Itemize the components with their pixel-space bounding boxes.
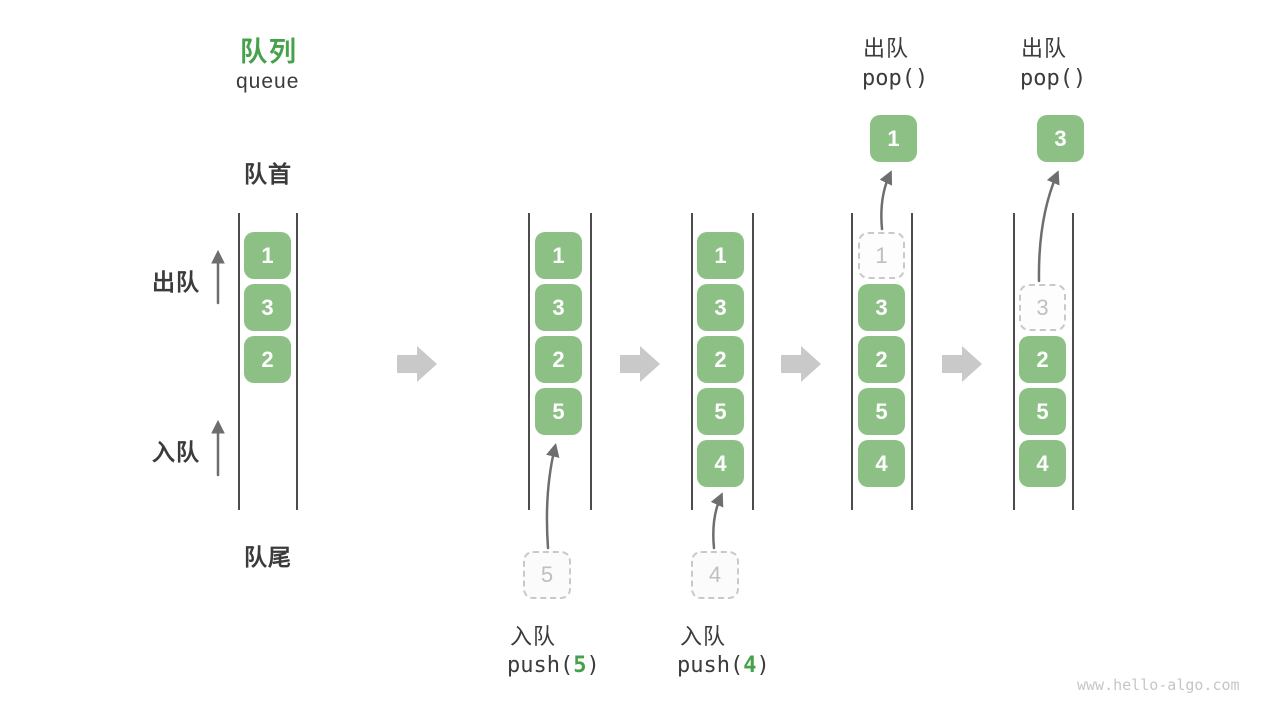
queue-container-line <box>1013 213 1015 510</box>
item-value: 2 <box>1036 346 1049 372</box>
state-5-item-removed: 3 <box>1019 284 1066 331</box>
watermark: www.hello-algo.com <box>1077 676 1240 694</box>
push-5-op-code: push(5) <box>507 653 600 678</box>
state-3-item: 1 <box>697 232 744 279</box>
item-value: 1 <box>875 242 888 268</box>
state-2-item: 1 <box>535 232 582 279</box>
push-4-op-code: push(4) <box>677 653 770 678</box>
popped-item-box: 1 <box>870 115 917 162</box>
item-value: 5 <box>714 398 727 424</box>
state-1-item: 2 <box>244 336 291 383</box>
item-value: 4 <box>708 562 722 587</box>
front-label: 队首 <box>244 161 292 187</box>
pop-1-arrow <box>879 170 893 231</box>
item-value: 4 <box>875 450 888 476</box>
item-value: 2 <box>552 346 565 372</box>
code-close: ) <box>586 653 600 678</box>
item-value: 1 <box>261 242 274 268</box>
code-arg: 5 <box>573 653 587 678</box>
state-3-item: 3 <box>697 284 744 331</box>
state-4-item: 5 <box>858 388 905 435</box>
item-value: 5 <box>1036 398 1049 424</box>
diagram-title: 队列 <box>240 37 298 67</box>
state-4-item: 2 <box>858 336 905 383</box>
item-value: 4 <box>714 450 727 476</box>
item-value: 4 <box>1036 450 1049 476</box>
item-value: 3 <box>875 294 888 320</box>
enqueue-label: 入队 <box>152 439 200 465</box>
popped-item-box: 3 <box>1037 115 1084 162</box>
dequeue-label: 出队 <box>152 269 200 295</box>
pop-3-op-code: pop() <box>1020 66 1086 91</box>
state-5-item: 4 <box>1019 440 1066 487</box>
push-5-op-label-zh: 入队 <box>510 624 557 649</box>
queue-container-line <box>296 213 298 510</box>
code-close: ) <box>756 653 770 678</box>
item-value: 3 <box>714 294 727 320</box>
code-fn: pop() <box>1020 66 1087 91</box>
push-5-arrow <box>545 442 560 550</box>
pending-item-box: 5 <box>523 551 571 599</box>
item-value: 3 <box>1054 125 1067 151</box>
item-value: 2 <box>261 346 274 372</box>
state-5-item: 2 <box>1019 336 1066 383</box>
item-value: 5 <box>875 398 888 424</box>
queue-container-line <box>752 213 754 510</box>
state-transition-arrow-1 <box>397 346 437 382</box>
pop-1-op-code: pop() <box>862 66 928 91</box>
state-2-item: 5 <box>535 388 582 435</box>
rear-label: 队尾 <box>244 544 292 570</box>
item-value: 1 <box>714 242 727 268</box>
item-value: 2 <box>875 346 888 372</box>
item-value: 5 <box>552 398 565 424</box>
item-value: 3 <box>261 294 274 320</box>
code-arg: 4 <box>743 653 757 678</box>
state-2-item: 3 <box>535 284 582 331</box>
queue-container-line <box>851 213 853 510</box>
queue-container-line <box>1072 213 1074 510</box>
pop-1-op-label-zh: 出队 <box>863 36 910 61</box>
item-value: 1 <box>552 242 565 268</box>
state-3-item: 5 <box>697 388 744 435</box>
state-1-item: 1 <box>244 232 291 279</box>
state-4-item: 4 <box>858 440 905 487</box>
queue-container-line <box>911 213 913 510</box>
code-fn: pop() <box>862 66 929 91</box>
queue-container-line <box>590 213 592 510</box>
state-2-item: 2 <box>535 336 582 383</box>
diagram-subtitle: queue <box>236 70 300 93</box>
item-value: 2 <box>714 346 727 372</box>
state-3-item: 4 <box>697 440 744 487</box>
item-value: 3 <box>552 294 565 320</box>
queue-container-line <box>691 213 693 510</box>
push-4-arrow <box>710 492 724 550</box>
queue-container-line <box>238 213 240 510</box>
state-transition-arrow-3 <box>781 346 821 382</box>
state-4-item: 3 <box>858 284 905 331</box>
state-5-item: 5 <box>1019 388 1066 435</box>
code-fn: push( <box>507 653 574 678</box>
item-value: 1 <box>887 125 900 151</box>
state-transition-arrow-4 <box>942 346 982 382</box>
pop-3-op-label-zh: 出队 <box>1021 36 1068 61</box>
item-value: 3 <box>1036 294 1049 320</box>
push-4-op-label-zh: 入队 <box>680 624 727 649</box>
queue-container-line <box>528 213 530 510</box>
pending-item-box: 4 <box>691 551 739 599</box>
state-1-item: 3 <box>244 284 291 331</box>
state-4-item-removed: 1 <box>858 232 905 279</box>
state-3-item: 2 <box>697 336 744 383</box>
code-fn: push( <box>677 653 744 678</box>
state-transition-arrow-2 <box>620 346 660 382</box>
item-value: 5 <box>540 562 554 587</box>
pop-3-arrow <box>1037 170 1060 283</box>
